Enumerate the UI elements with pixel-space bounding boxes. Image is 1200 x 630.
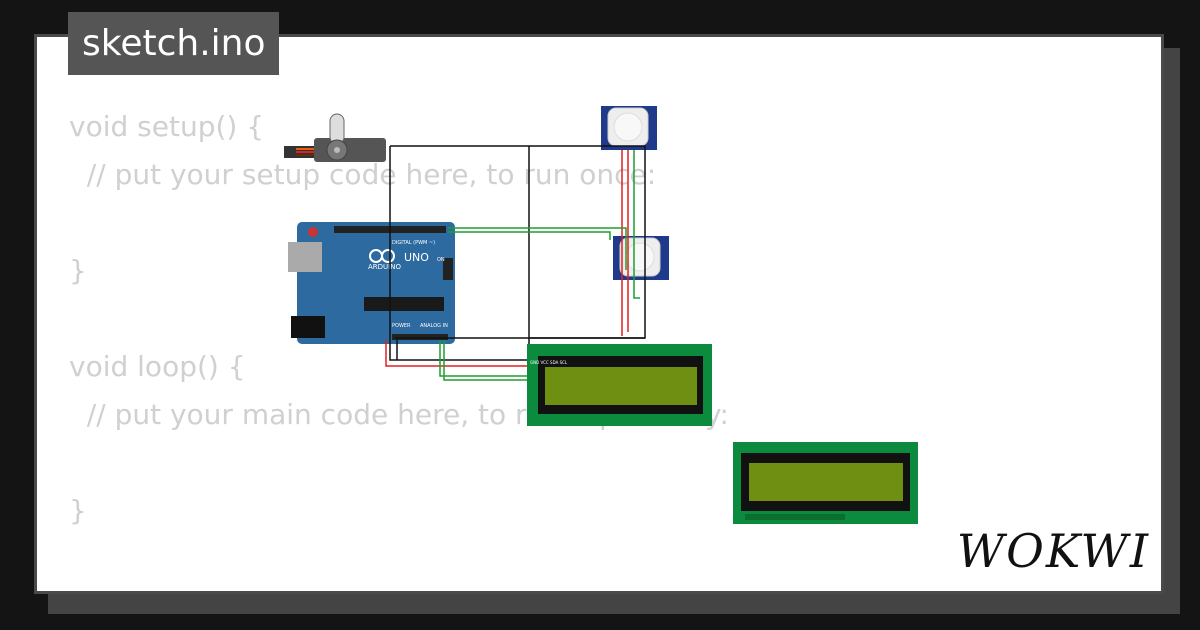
arduino-analog-label: ANALOG IN xyxy=(420,323,448,329)
wires xyxy=(385,145,646,381)
wokwi-logo: WOKWI xyxy=(956,524,1150,578)
arduino-power-label: POWER xyxy=(392,323,411,329)
file-tab[interactable]: sketch.ino xyxy=(68,12,280,75)
pir-sensor-top[interactable] xyxy=(601,106,657,150)
code-line: } xyxy=(69,254,87,287)
lcd-display-2[interactable] xyxy=(733,442,918,524)
lcd-pin-labels: GND VCC SDA SCL xyxy=(530,360,568,365)
code-line: void loop() { xyxy=(69,350,246,383)
code-line: void setup() { xyxy=(69,110,265,143)
lcd-display-1[interactable]: GND VCC SDA SCL xyxy=(527,344,712,426)
arduino-on-label: ON xyxy=(437,257,445,263)
arduino-model-label: UNO xyxy=(404,251,429,264)
arduino-uno-board[interactable]: ARDUINO UNO ON DIGITAL (PWM ~) POWER ANA… xyxy=(288,222,455,344)
servo-motor[interactable] xyxy=(284,113,386,162)
code-line: } xyxy=(69,494,87,527)
code-line: // put your setup code here, to run once… xyxy=(69,158,657,191)
arduino-digital-label: DIGITAL (PWM ~) xyxy=(392,240,435,246)
arduino-brand-label: ARDUINO xyxy=(368,263,401,271)
